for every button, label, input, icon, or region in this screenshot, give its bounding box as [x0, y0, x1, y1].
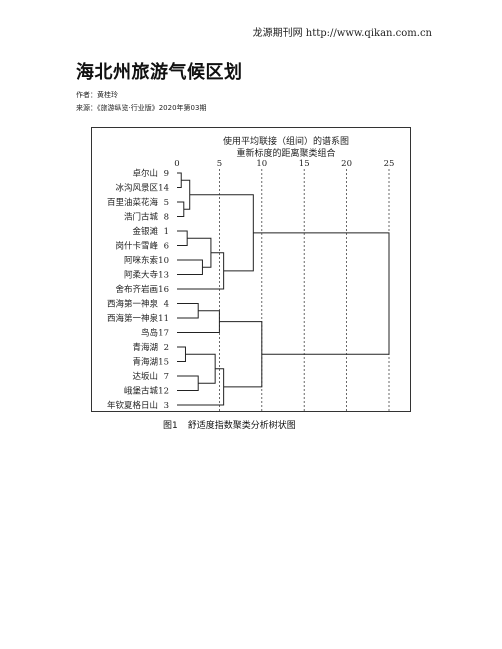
dendrogram-link — [253, 232, 390, 355]
axis-tick-label: 5 — [217, 159, 222, 169]
dendrogram-link — [177, 259, 203, 275]
leaf-id: 4 — [164, 300, 169, 310]
figure-caption-number: 图1 — [163, 421, 178, 431]
leaf-label: 西海第一神泉 — [107, 313, 159, 324]
leaf-label: 西海第一神泉 — [107, 299, 159, 310]
leaf-id: 15 — [158, 358, 169, 368]
leaf-id: 1 — [164, 227, 169, 237]
leaf-label: 舍布齐岩画 — [115, 284, 158, 295]
axis-tick-label: 15 — [299, 159, 310, 169]
figure-caption-text: 舒适度指数聚类分析树状图 — [187, 421, 296, 431]
leaf-label: 峨堡古城 — [124, 386, 159, 397]
chart-title-line2: 重新标度的距离聚类组合 — [236, 147, 335, 159]
leaf-label: 青海湖 — [132, 342, 158, 353]
leaf-label: 阿咪东索 — [124, 255, 158, 266]
leaf-id: 6 — [164, 242, 169, 252]
leaf-label: 阿柔大寺 — [124, 270, 159, 281]
leaf-id: 10 — [158, 256, 169, 266]
dendrogram-link — [187, 237, 212, 268]
dendrogram-link — [177, 172, 182, 188]
article-author: 作者：黄桂玲 — [76, 91, 118, 99]
chart-title-line1: 使用平均联接（组间）的谱系图 — [223, 135, 349, 147]
leaf-id: 8 — [164, 213, 169, 223]
leaf-label: 浩门古城 — [124, 212, 159, 223]
dendrogram-link — [177, 346, 186, 362]
axis-tick-label: 10 — [256, 159, 267, 169]
leaf-id: 12 — [158, 387, 169, 397]
leaf-id: 3 — [164, 401, 169, 411]
leaf-id: 16 — [158, 285, 169, 295]
dendrogram-link — [177, 310, 220, 333]
article-source: 来源：《旅游纵览·行业版》2020年第03期 — [76, 104, 207, 112]
leaf-label: 鸟岛 — [141, 328, 158, 339]
header-site-link[interactable]: 龙源期刊网 http://www.qikan.com.cn — [252, 28, 432, 39]
leaf-label: 岗什卡雪峰 — [115, 241, 158, 252]
dendrogram-link — [177, 201, 185, 217]
leaf-label: 年钦夏格日山 — [107, 400, 158, 411]
leaf-id: 13 — [158, 271, 169, 281]
leaf-id: 2 — [164, 343, 169, 353]
dendrogram-link — [189, 194, 254, 272]
dendrogram-link — [177, 303, 199, 319]
leaf-id: 5 — [164, 198, 169, 208]
leaf-label: 青海湖 — [132, 357, 158, 368]
dendrogram-link — [177, 375, 199, 391]
leaf-id: 9 — [164, 169, 169, 179]
dendrogram-link — [181, 179, 191, 210]
dendrogram-link — [185, 353, 216, 384]
leaf-id: 17 — [158, 329, 169, 339]
figure-caption: 图1 舒适度指数聚类分析树状图 — [163, 418, 296, 431]
dendrogram-link — [177, 230, 188, 246]
leaf-label: 达坂山 — [132, 371, 158, 382]
leaf-label: 百里油菜花海 — [107, 197, 159, 208]
leaf-id: 14 — [158, 184, 169, 194]
leaf-id: 11 — [158, 314, 169, 324]
leaf-label: 冰沟风景区 — [115, 183, 158, 194]
leaf-label: 卓尔山 — [132, 168, 158, 179]
dendrogram-link — [219, 321, 263, 388]
axis-tick-label: 25 — [384, 159, 395, 169]
axis-tick-label: 20 — [341, 159, 352, 169]
leaf-id: 7 — [164, 372, 169, 382]
axis-tick-label: 0 — [174, 159, 179, 169]
dendrogram-link — [177, 368, 225, 406]
leaf-label: 金银滩 — [132, 226, 158, 237]
article-title: 海北州旅游气候区划 — [76, 62, 243, 83]
dendrogram-link — [177, 252, 225, 290]
